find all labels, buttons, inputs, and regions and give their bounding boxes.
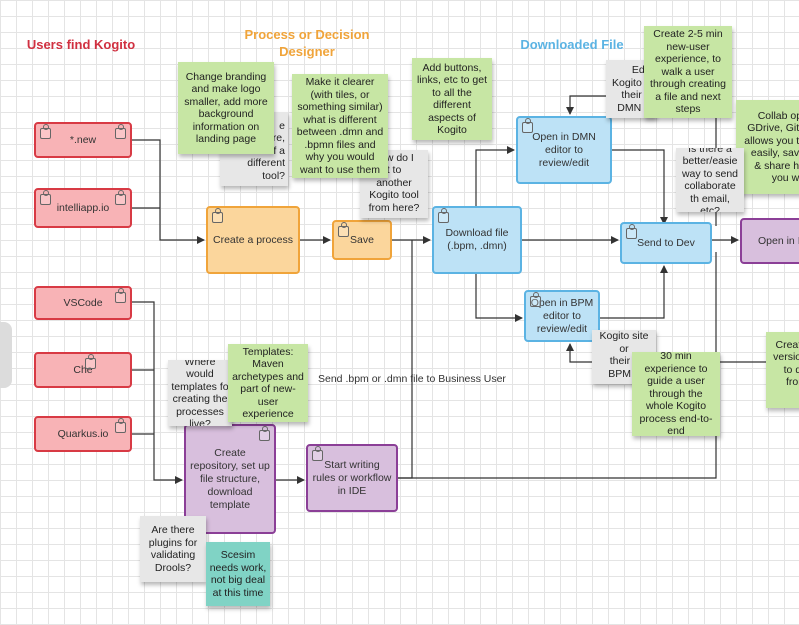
- node-send-to-dev[interactable]: Send to Dev: [620, 222, 712, 264]
- node-label: Start writing rules or workflow in IDE: [312, 458, 392, 497]
- sticky-create-version: Create version to do from e: [766, 332, 799, 408]
- sticky-text: Make it clearer (with tiles, or somethin…: [296, 76, 384, 176]
- task-icon: [115, 190, 126, 205]
- sticky-text: Templates: Maven archetypes and part of …: [232, 345, 304, 421]
- node-open-dmn[interactable]: Open in DMN editor to review/edit: [516, 116, 612, 184]
- task-icon: [85, 354, 96, 369]
- node-download-file[interactable]: Download file (.bpm, .dmn): [432, 206, 522, 274]
- sticky-plugins: Are there plugins for validating Drools?: [140, 516, 206, 582]
- node-vscode[interactable]: VSCode: [34, 286, 132, 320]
- sticky-30-min: 30 min experience to guide a user throug…: [632, 352, 720, 436]
- node-label: Che: [73, 363, 93, 376]
- sticky-text: Create version to do from e: [773, 338, 799, 389]
- user-icon: [212, 208, 223, 223]
- label-send-to-business-user: Send .bpm or .dmn file to Business User: [318, 373, 506, 385]
- column-title-designer: Process or Decision Designer: [244, 27, 370, 59]
- sticky-text: Is there a better/easie way to send coll…: [681, 148, 739, 212]
- sticky-text: Where would templates fo creating the pr…: [171, 360, 229, 426]
- column-title-downloaded: Downloaded File: [520, 37, 624, 52]
- node-label: Download file (.bpm, .dmn): [445, 227, 509, 252]
- sticky-change-branding: Change branding and make logo smaller, a…: [178, 62, 274, 154]
- sticky-text: Are there plugins for validating Drools?: [148, 524, 198, 574]
- node-label: VSCode: [63, 296, 103, 309]
- sticky-text: Scesim needs work, not big deal at this …: [209, 549, 267, 599]
- node-label: intelliapp.io: [56, 201, 110, 214]
- sticky-scesim: Scesim needs work, not big deal at this …: [206, 542, 270, 606]
- sticky-text: 30 min experience to guide a user throug…: [639, 352, 713, 436]
- sticky-where-would-templates: Where would templates fo creating the pr…: [168, 360, 232, 426]
- user-icon: [626, 224, 637, 239]
- task-icon: [115, 418, 126, 433]
- sticky-make-clearer: Make it clearer (with tiles, or somethin…: [292, 74, 388, 178]
- user-icon: [338, 222, 349, 237]
- node-create-repository[interactable]: Create repository, set up file structure…: [184, 424, 276, 534]
- node-new[interactable]: *.new: [34, 122, 132, 158]
- column-title-users: Users find Kogito: [26, 37, 136, 52]
- user-icon: [40, 124, 51, 139]
- task-icon: [259, 426, 270, 441]
- user-icon: [530, 292, 541, 307]
- sticky-better-easier: Is there a better/easie way to send coll…: [676, 148, 744, 212]
- task-icon: [115, 288, 126, 303]
- sticky-collab-options: Collab opt GDrive, Gith allows you to ea…: [736, 100, 799, 194]
- node-che[interactable]: Che: [34, 352, 132, 388]
- sticky-text: Add buttons, links, etc to get to all th…: [416, 61, 488, 137]
- user-icon: [312, 446, 323, 461]
- user-icon: [438, 208, 449, 223]
- node-label: Create a process: [213, 233, 293, 246]
- sticky-text: Create 2-5 min new-user experience, to w…: [650, 28, 726, 116]
- sticky-text: Change branding and make logo smaller, a…: [184, 70, 268, 146]
- node-quarkus[interactable]: Quarkus.io: [34, 416, 132, 452]
- node-label: Save: [350, 233, 374, 246]
- side-panel-tab[interactable]: [0, 322, 12, 388]
- node-label: Quarkus.io: [57, 427, 109, 440]
- sticky-create-2-5-min: Create 2-5 min new-user experience, to w…: [644, 26, 732, 118]
- node-save[interactable]: Save: [332, 220, 392, 260]
- node-label: Send to Dev: [637, 236, 695, 249]
- sticky-text: how do I t to another Kogito tool from h…: [368, 151, 420, 214]
- task-icon: [115, 124, 126, 139]
- node-start-writing[interactable]: Start writing rules or workflow in IDE: [306, 444, 398, 512]
- sticky-text: Collab opt GDrive, Gith allows you to ea…: [744, 109, 799, 185]
- node-label: Open in DMN editor to review/edit: [532, 130, 596, 169]
- user-icon: [522, 118, 533, 133]
- node-label: Create repository, set up file structure…: [190, 446, 270, 511]
- node-open-bpm[interactable]: Open in BPM editor to review/edit: [524, 290, 600, 342]
- node-label: *.new: [69, 133, 97, 146]
- sticky-templates: Templates: Maven archetypes and part of …: [228, 344, 308, 422]
- node-label: Open in I: [758, 234, 799, 247]
- user-icon: [40, 190, 51, 205]
- sticky-add-buttons: Add buttons, links, etc to get to all th…: [412, 58, 492, 140]
- node-label: Open in BPM editor to review/edit: [530, 296, 594, 335]
- node-open-in[interactable]: Open in I: [740, 218, 799, 264]
- node-create-process[interactable]: Create a process: [206, 206, 300, 274]
- node-intelliapp[interactable]: intelliapp.io: [34, 188, 132, 228]
